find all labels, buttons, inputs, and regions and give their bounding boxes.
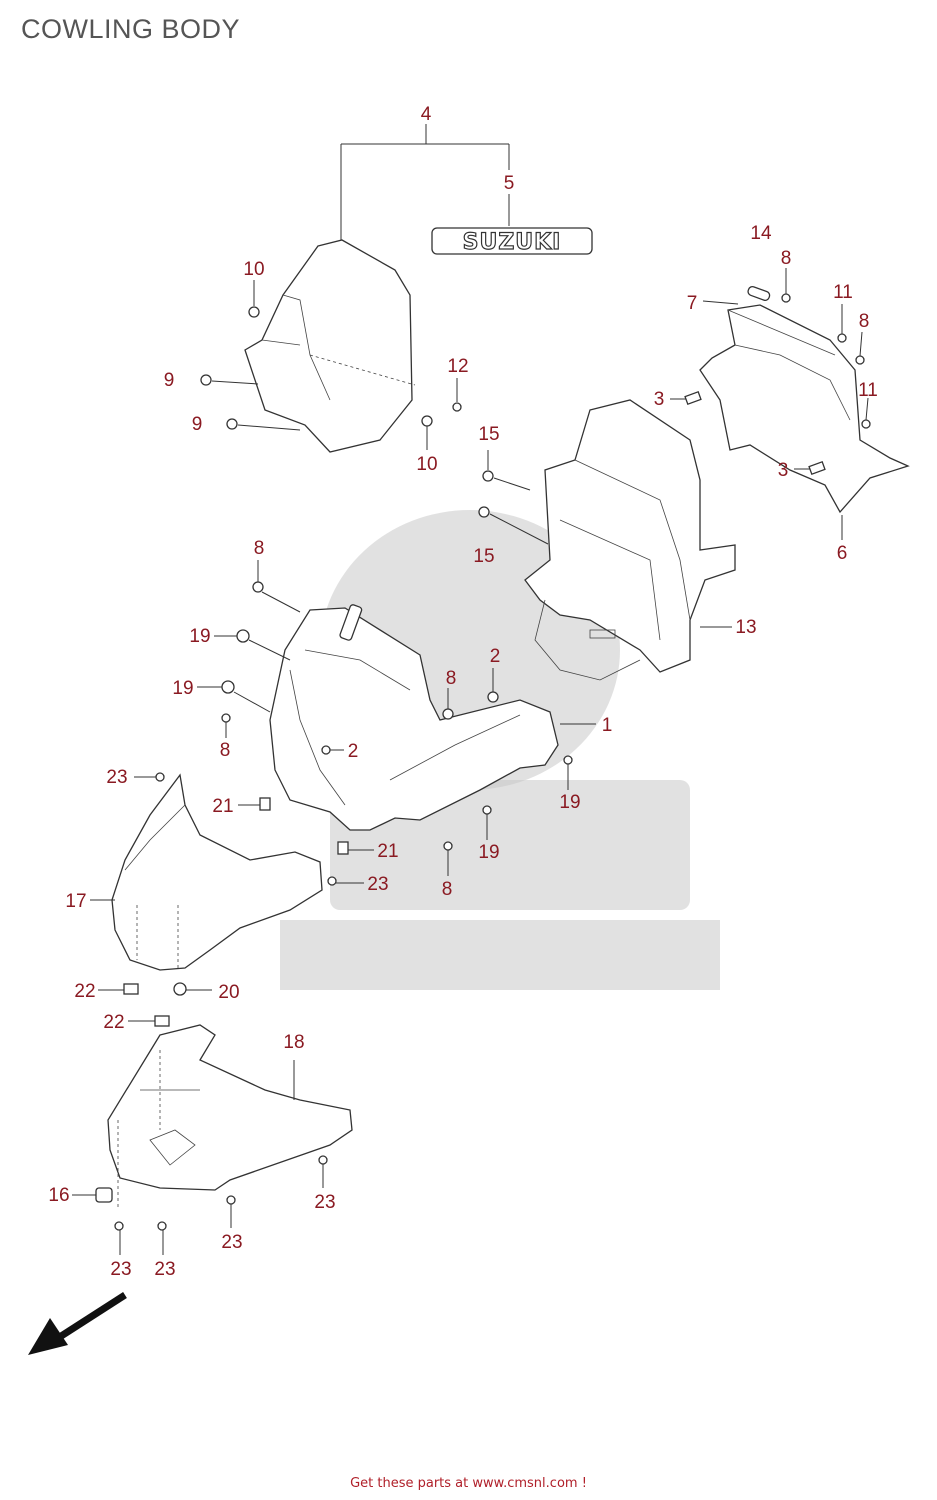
callout[interactable]: 3 — [778, 460, 789, 481]
callout[interactable]: 14 — [750, 223, 772, 244]
callout[interactable]: 3 — [654, 389, 665, 410]
callout[interactable]: 15 — [473, 546, 494, 567]
callout[interactable]: 19 — [189, 626, 210, 647]
callout[interactable]: 8 — [781, 248, 792, 269]
callout[interactable]: 19 — [172, 678, 193, 699]
callout[interactable]: 16 — [48, 1185, 69, 1206]
callout[interactable]: 9 — [192, 414, 203, 435]
callout[interactable]: 8 — [254, 538, 265, 559]
screws-panel — [670, 268, 871, 540]
callout[interactable]: 2 — [348, 741, 359, 762]
callout[interactable]: 11 — [833, 282, 853, 303]
suzuki-emblem-part-5[interactable]: SUZUKI — [431, 227, 593, 256]
emblem-text: SUZUKI — [463, 230, 562, 255]
callout[interactable]: 8 — [859, 311, 870, 332]
callout[interactable]: 8 — [220, 740, 231, 761]
footer: Get these parts at www.cmsnl.com ! — [0, 1476, 937, 1491]
callout[interactable]: 23 — [110, 1259, 131, 1280]
front-direction-arrow-icon — [28, 1292, 127, 1355]
callout[interactable]: 23 — [106, 767, 127, 788]
footer-link[interactable]: www.cmsnl.com — [472, 1476, 578, 1491]
callout[interactable]: 18 — [283, 1032, 304, 1053]
callout[interactable]: 2 — [490, 646, 501, 667]
group-bracket-4 — [340, 124, 510, 242]
callout[interactable]: 10 — [416, 454, 437, 475]
callout-labels: 4 5 10 9 9 12 10 14 8 7 11 8 11 3 3 6 15… — [48, 104, 877, 1280]
callout[interactable]: 17 — [65, 891, 86, 912]
fasteners-lower — [98, 982, 212, 1027]
callout[interactable]: 1 — [602, 715, 613, 736]
callout[interactable]: 5 — [504, 173, 515, 194]
callout[interactable]: 8 — [442, 879, 453, 900]
callout[interactable]: 9 — [164, 370, 175, 391]
diagram-title: COWLING BODY — [21, 14, 241, 44]
callout[interactable]: 8 — [446, 668, 457, 689]
screws-windscreen — [200, 280, 462, 450]
inner-cowling-part-1[interactable] — [269, 604, 596, 831]
footer-suffix: ! — [577, 1476, 587, 1491]
inner-panel-part-6[interactable] — [699, 285, 910, 514]
windscreen-part-4[interactable] — [244, 239, 416, 453]
callout[interactable]: 19 — [559, 792, 580, 813]
bolts-15 — [478, 450, 732, 628]
callout[interactable]: 11 — [858, 380, 878, 401]
cowling-stay-part-13[interactable] — [524, 399, 736, 681]
callout[interactable]: 21 — [212, 796, 233, 817]
undercover-part-18[interactable] — [72, 1024, 353, 1255]
callout[interactable]: 10 — [243, 259, 264, 280]
callout[interactable]: 6 — [837, 543, 848, 564]
callout[interactable]: 13 — [735, 617, 756, 638]
callout[interactable]: 23 — [314, 1192, 335, 1213]
callout[interactable]: 4 — [421, 104, 432, 125]
callout[interactable]: 7 — [687, 293, 698, 314]
callout[interactable]: 22 — [74, 981, 95, 1002]
fasteners-center — [134, 560, 573, 886]
callout[interactable]: 15 — [478, 424, 499, 445]
lower-cowl-part-17[interactable] — [90, 773, 323, 971]
callout[interactable]: 19 — [478, 842, 499, 863]
callout[interactable]: 23 — [221, 1232, 242, 1253]
callout[interactable]: 22 — [103, 1012, 124, 1033]
callout[interactable]: 23 — [367, 874, 388, 895]
callout[interactable]: 21 — [377, 841, 398, 862]
callout[interactable]: 12 — [447, 356, 468, 377]
callout[interactable]: 23 — [154, 1259, 175, 1280]
footer-prefix: Get these parts at — [350, 1476, 473, 1491]
callout[interactable]: 20 — [218, 982, 239, 1003]
